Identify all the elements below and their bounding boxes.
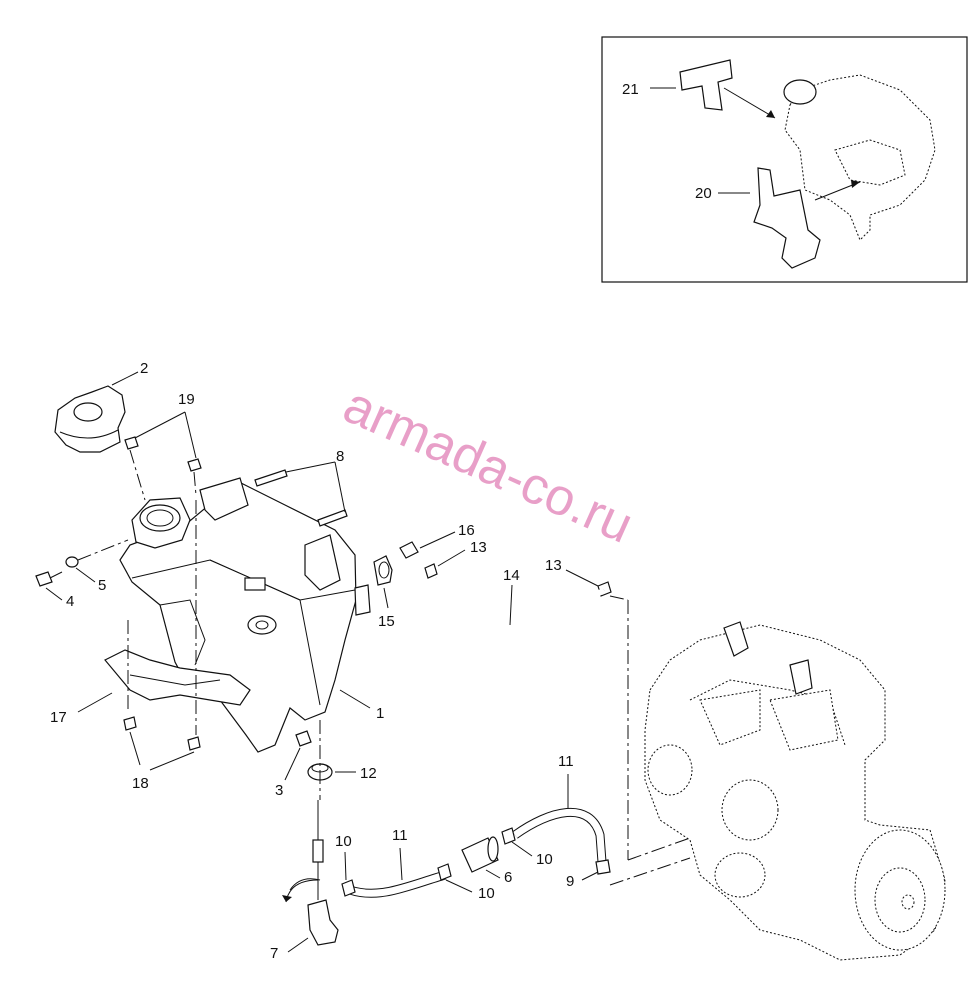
inset-tank-icon (783, 74, 936, 241)
filler-cap-icon (54, 385, 126, 453)
grommet-15-icon (373, 555, 393, 586)
callout-17: 17 (50, 709, 67, 726)
callout-14: 14 (503, 567, 520, 584)
nut-19-icon (124, 436, 202, 472)
screw-18-icon (123, 716, 201, 751)
callout-9: 9 (566, 873, 574, 890)
callout-3: 3 (275, 782, 283, 799)
callout-11-upper: 11 (558, 753, 574, 770)
callout-5: 5 (98, 577, 106, 594)
callout-4: 4 (66, 593, 74, 610)
drain-valve-icon (282, 800, 339, 946)
hose-14-icon (433, 576, 606, 635)
decal-21-icon (679, 59, 776, 119)
bolt-4-icon (35, 571, 63, 587)
callout-2: 2 (140, 360, 148, 377)
plate-20-icon (753, 167, 861, 269)
inset-panel: 21 20 (601, 36, 968, 283)
callout-16: 16 (458, 522, 475, 539)
coolant-tank-icon (119, 477, 371, 753)
nut-3-icon (295, 730, 312, 747)
engine-icon (644, 621, 946, 961)
hose-11-lower-icon (348, 807, 607, 898)
watermark: armada-co.ru (335, 376, 641, 555)
callout-13-upper: 13 (470, 539, 487, 556)
callout-15: 15 (378, 613, 395, 630)
callout-12: 12 (360, 765, 377, 782)
callout-10-right: 10 (536, 851, 553, 868)
washer-5-icon (65, 556, 79, 568)
inline-filter-icon (461, 836, 499, 873)
callout-6: 6 (504, 869, 512, 886)
callout-7: 7 (270, 945, 278, 962)
callout-13-right: 13 (545, 557, 562, 574)
decal-8-icon (254, 469, 348, 527)
callout-8: 8 (336, 448, 344, 465)
callout-1: 1 (376, 705, 384, 722)
fitting-16-icon (399, 541, 419, 559)
callout-11-lower: 11 (392, 827, 408, 844)
clamp-10-icon (341, 827, 516, 897)
callout-10-mid: 10 (478, 885, 495, 902)
callout-21: 21 (622, 81, 639, 98)
callout-19: 19 (178, 391, 195, 408)
callout-18: 18 (132, 775, 149, 792)
callout-20: 20 (695, 185, 712, 202)
callout-10-left: 10 (335, 833, 352, 850)
fitting-9-icon (595, 859, 611, 875)
shield-17-icon (104, 649, 251, 706)
